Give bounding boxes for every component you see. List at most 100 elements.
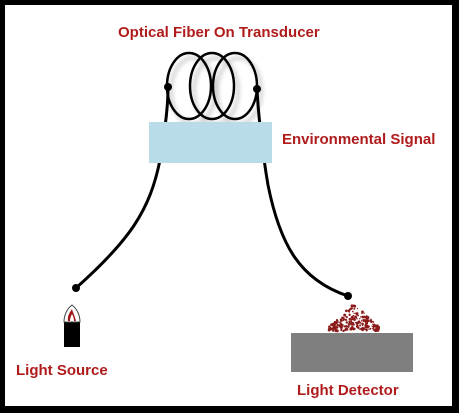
speckle-dot (365, 315, 368, 318)
speckle-dot (351, 325, 354, 328)
speckle-dot (333, 322, 335, 324)
speckle-dot (361, 319, 363, 322)
speckle-dot (361, 315, 365, 319)
speckle-dot (351, 307, 353, 310)
light-source-label: Light Source (16, 362, 108, 379)
speckle-dot (369, 320, 373, 323)
light-detector-label: Light Detector (297, 382, 399, 399)
speckle-dot (351, 304, 354, 308)
speckle-dot (368, 328, 370, 330)
speckle-dot (343, 313, 347, 317)
transducer-box (149, 122, 272, 163)
environmental-signal-label: Environmental Signal (282, 131, 436, 148)
speckle-dot (355, 325, 359, 328)
speckle-dot (345, 326, 348, 328)
speckle-dot (336, 323, 339, 326)
speckle-dot (365, 328, 368, 331)
speckle-dot (372, 320, 375, 323)
speckle-dot (359, 328, 362, 331)
speckle-dot (351, 315, 354, 318)
speckle-dot (353, 312, 355, 315)
speckle-dot (353, 318, 356, 321)
speckle-dot (369, 327, 372, 330)
speckle-dot (361, 322, 364, 326)
speckle-dot (356, 307, 359, 310)
speckle-dot (359, 322, 362, 324)
speckle-dot (351, 321, 354, 325)
speckle-dot (334, 321, 337, 324)
speckle-dot (340, 327, 343, 330)
speckle-dot (365, 317, 369, 320)
speckle-dot (353, 304, 357, 308)
fiber-endpoint-detector (344, 292, 352, 300)
speckle-dot (376, 327, 380, 331)
speckle-dot (371, 323, 374, 325)
detected-light-speckle (327, 304, 380, 333)
fiber-endpoint-coil-right (253, 85, 261, 93)
speckle-dot (329, 326, 331, 328)
speckle-dot (355, 312, 358, 315)
speckle-dot (362, 318, 364, 321)
speckle-dot (361, 328, 365, 332)
speckle-dot (342, 317, 345, 320)
speckle-dot (356, 318, 358, 320)
speckle-dot (349, 327, 353, 331)
speckle-dot (374, 324, 377, 328)
speckle-dot (344, 329, 347, 332)
speckle-dot (376, 325, 379, 327)
speckle-dot (353, 307, 356, 310)
speckle-dot (366, 322, 369, 325)
light-source-icon (63, 304, 81, 347)
speckle-dot (354, 315, 358, 319)
speckle-dot (357, 314, 359, 317)
speckle-dot (351, 310, 354, 313)
speckle-dot (372, 326, 375, 329)
speckle-dot (366, 324, 369, 327)
speckle-dot (371, 325, 373, 327)
speckle-dot (348, 313, 351, 316)
speckle-dot (334, 329, 336, 331)
speckle-dot (359, 324, 362, 327)
speckle-dot (356, 323, 359, 325)
speckle-dot (336, 321, 339, 324)
fiber-endpoint-coil-left (164, 83, 172, 91)
speckle-dot (344, 327, 348, 331)
fiber-coil-loop (188, 51, 236, 121)
speckle-dot (337, 329, 339, 331)
speckle-dot (345, 315, 348, 319)
speckle-dot (352, 322, 355, 324)
speckle-dot (345, 321, 348, 324)
speckle-dot (367, 325, 370, 329)
diagram-title: Optical Fiber On Transducer (118, 24, 320, 41)
speckle-dot (330, 323, 333, 327)
speckle-dot (373, 328, 377, 332)
speckle-dot (347, 323, 351, 326)
fiber-endpoint-source (72, 284, 80, 292)
speckle-dot (334, 326, 338, 329)
speckle-dot (360, 316, 362, 318)
light-detector-plate (291, 333, 413, 372)
speckle-dot (371, 328, 374, 330)
speckle-dot (343, 325, 346, 328)
speckle-dot (362, 312, 364, 314)
speckle-dot (353, 327, 356, 330)
speckle-dot (328, 328, 331, 331)
speckle-dot (348, 320, 352, 324)
speckle-dot (348, 317, 352, 321)
fiber-output-line (255, 88, 349, 298)
speckle-dot (363, 312, 365, 314)
speckle-dot (352, 328, 354, 330)
speckle-dot (351, 318, 354, 321)
speckle-dot (364, 324, 366, 327)
speckle-dot (348, 310, 351, 313)
fiber-input-line (75, 87, 170, 290)
speckle-dot (339, 321, 342, 324)
speckle-dot (354, 321, 357, 324)
speckle-dot (342, 318, 345, 321)
speckle-dot (344, 309, 348, 313)
speckle-dot (367, 319, 370, 323)
speckle-dot (331, 327, 334, 329)
speckle-dot (359, 318, 361, 320)
speckle-dot (330, 328, 333, 331)
